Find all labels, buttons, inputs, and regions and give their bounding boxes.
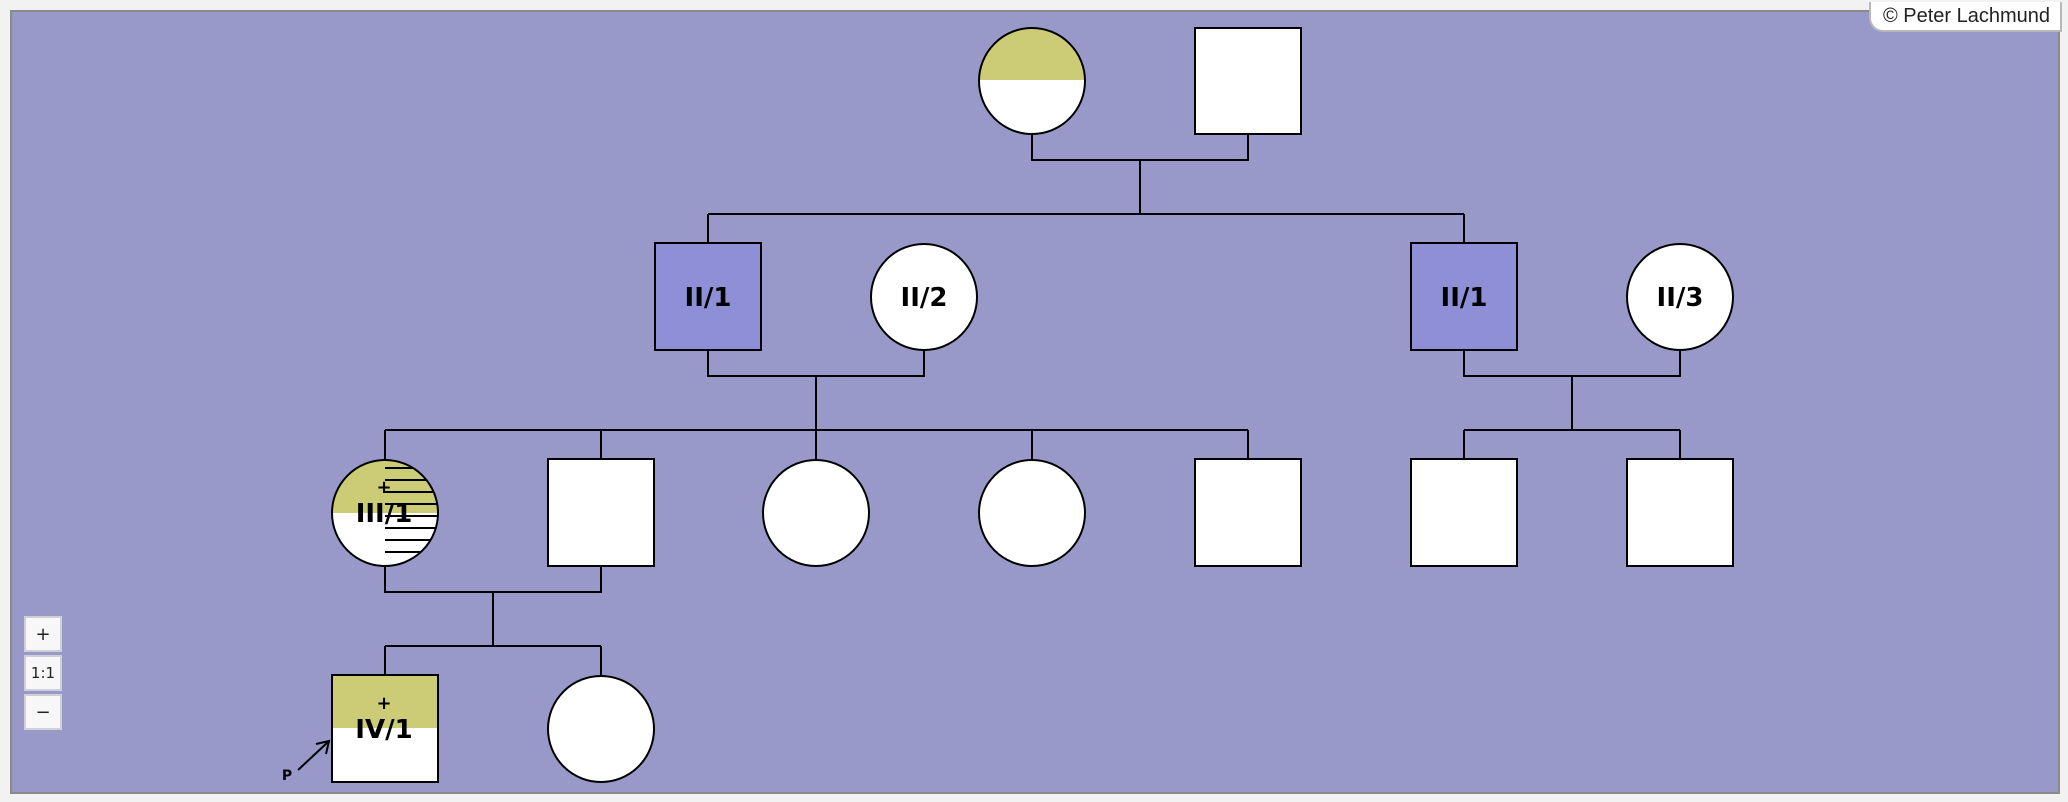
mating-line-gen3 <box>384 566 602 593</box>
mating-line-gen1 <box>1031 134 1249 161</box>
deceased-symbol: + <box>376 477 391 498</box>
individual-label: II/3 <box>1657 283 1704 313</box>
individual-label: II/2 <box>901 283 948 313</box>
deceased-symbol: + <box>376 693 391 714</box>
zoom-in-button[interactable]: + <box>24 616 62 652</box>
individual-gen2-male-b[interactable]: II/1 <box>1410 242 1518 351</box>
zoom-reset-button[interactable]: 1:1 <box>24 655 62 691</box>
individual-gen2-female-a[interactable]: II/2 <box>870 243 978 351</box>
copyright-tab: © Peter Lachmund <box>1868 2 2062 32</box>
mating-line-gen2-b <box>1463 350 1681 377</box>
zoom-out-button[interactable]: − <box>24 694 62 730</box>
affected-half-fill <box>979 28 1085 81</box>
individual-gen3-female-4[interactable] <box>978 459 1086 567</box>
individual-label: IV/1 <box>355 715 412 745</box>
individual-label: II/1 <box>685 283 732 313</box>
individual-gen3-male-5[interactable] <box>1194 458 1302 567</box>
connector-lines <box>384 134 1681 676</box>
drop-lines-gen3-b <box>1463 430 1681 459</box>
individual-label: II/1 <box>1441 283 1488 313</box>
proband-arrow-icon <box>297 739 331 771</box>
proband-marker: P <box>282 768 292 784</box>
individual-gen1-female[interactable] <box>978 27 1086 135</box>
affected-half-fill <box>332 675 438 728</box>
individual-gen4-female-2[interactable] <box>547 675 655 783</box>
individual-gen3-male-2[interactable] <box>547 458 655 567</box>
drop-lines-gen3-a <box>384 430 1249 460</box>
mating-line-gen2-a <box>707 350 925 377</box>
individual-gen3-male-6[interactable] <box>1410 458 1518 567</box>
individual-label: III/1 <box>356 499 413 529</box>
individual-gen4-male-1[interactable]: + IV/1 <box>331 674 439 783</box>
individual-gen3-female-3[interactable] <box>762 459 870 567</box>
drop-lines-gen4 <box>384 646 602 676</box>
pedigree-canvas[interactable] <box>10 10 2060 794</box>
individual-gen2-female-b[interactable]: II/3 <box>1626 243 1734 351</box>
individual-gen1-male[interactable] <box>1194 27 1302 135</box>
individual-gen3-male-7[interactable] <box>1626 458 1734 567</box>
individual-gen3-female-1[interactable]: + III/1 <box>331 459 440 567</box>
individual-gen2-male-a[interactable]: II/1 <box>654 242 762 351</box>
